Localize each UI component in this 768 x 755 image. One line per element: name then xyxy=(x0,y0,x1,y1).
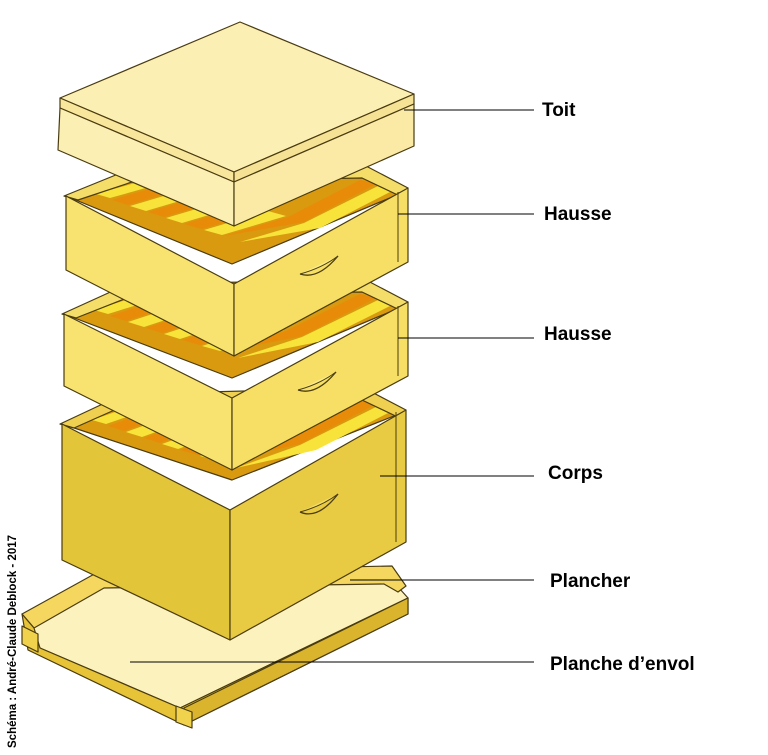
label-planche-envol: Planche d’envol xyxy=(550,654,695,675)
label-corps: Corps xyxy=(548,463,603,484)
label-toit: Toit xyxy=(542,100,576,121)
label-plancher: Plancher xyxy=(550,571,631,592)
credit-text: Schéma : André-Claude Deblock - 2017 xyxy=(7,535,19,748)
roof xyxy=(57,21,415,227)
label-hausse-1: Hausse xyxy=(544,204,612,225)
label-hausse-2: Hausse xyxy=(544,324,612,345)
leader-lines xyxy=(130,109,534,663)
